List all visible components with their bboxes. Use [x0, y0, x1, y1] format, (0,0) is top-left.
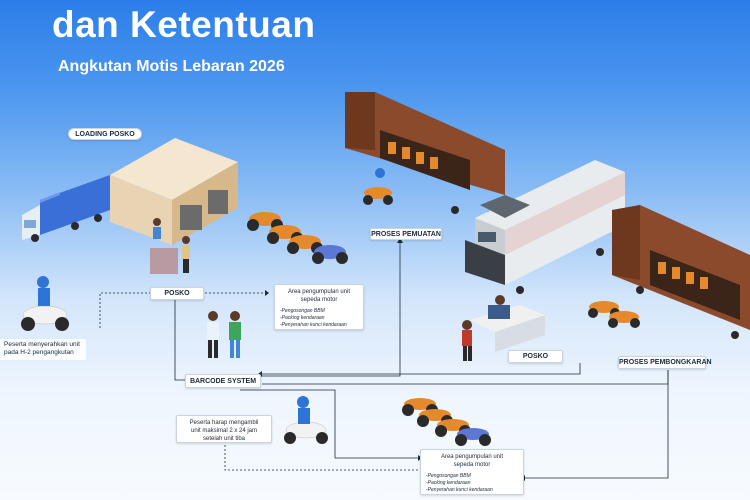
collection-area-top-heading-line2: sepeda motor [300, 297, 338, 304]
collection-area-bottom-heading-line2: sepeda motor [453, 462, 491, 469]
collection-area-top-heading: Area pengumpulan unit sepeda motor [280, 288, 358, 304]
connector-posko-barcode [174, 300, 185, 381]
page-subtitle: Angkutan Motis Lebaran 2026 [58, 58, 285, 75]
list-item: -Pengosongan BBM [426, 473, 471, 480]
connector-barcode-area2 [240, 389, 418, 459]
freight-wagon-icon [345, 92, 505, 219]
connector-pembongkaran-area2 [525, 370, 669, 479]
posko-desk-icon [462, 295, 545, 361]
collection-area-top-list: -Pengosongan BBM -Packing kendaraan -Pen… [280, 308, 358, 328]
connector-posko-right [262, 363, 581, 375]
connector-barcode-pembongkaran [262, 370, 669, 385]
rider-icon [21, 276, 69, 331]
participant-handover-line2: pada H-2 pengangkutan [4, 349, 74, 357]
motorcycle-collection-icon [402, 398, 491, 446]
collection-area-bottom-list: -Pengosongan BBM -Packing kendaraan -Pen… [426, 473, 518, 493]
collection-area-bottom-heading-line1: Area pengumpulan unit [440, 454, 504, 460]
collection-area-top-note: Area pengumpulan unit sepeda motor -Peng… [274, 284, 364, 330]
list-item: -Packing kendaraan [426, 479, 471, 486]
collection-area-bottom-heading: Area pengumpulan unit sepeda motor [426, 453, 518, 469]
scanning-staff-icon [207, 311, 241, 358]
connector-barcode-pemuatan [262, 243, 401, 377]
connector-note-area2 [224, 445, 418, 471]
pickup-note-line3: setelah unit tiba [202, 436, 246, 443]
list-item: -Pengosongan BBM [280, 308, 325, 315]
rider-pickup-icon [284, 396, 328, 444]
connector-participant-posko [99, 292, 150, 328]
truck-icon [22, 175, 110, 242]
posko-left-label: POSKO [150, 287, 204, 300]
worker-icon [153, 218, 190, 273]
pickup-note-line2: unit maksimal 2 x 24 jam [190, 428, 258, 435]
list-item: -Penyerahan kunci kendaraan [426, 486, 493, 493]
participant-handover-line1: Peserta menyerahkan unit [4, 341, 80, 348]
proses-pembongkaran-label: PROSES PEMBONGKARAN [618, 356, 712, 369]
posko-right-label: POSKO [508, 350, 563, 363]
proses-pemuatan-label: PROSES PEMUATAN [370, 228, 442, 240]
freight-wagon-right-icon [612, 205, 750, 339]
locomotive-icon [465, 160, 625, 294]
list-item: -Packing kendaraan [280, 314, 325, 321]
loading-posko-label: LOADING POSKO [68, 128, 142, 140]
flow-connectors [99, 243, 669, 479]
collection-area-top-heading-line1: Area pengumpulan unit [287, 289, 351, 295]
motorcycle-unloading-icon [588, 301, 640, 328]
motorcycle-group-icon [247, 212, 348, 264]
page-title: dan Ketentuan [52, 4, 316, 45]
barcode-system-label: BARCODE SYSTEM [185, 374, 261, 388]
pickup-note-line1: Peserta harap mengambil [189, 420, 259, 426]
list-item: -Penyerahan kunci kendaraan [280, 321, 347, 328]
warehouse-icon [110, 138, 238, 274]
collection-area-bottom-note: Area pengumpulan unit sepeda motor -Peng… [420, 449, 524, 495]
pickup-note: Peserta harap mengambil unit maksimal 2 … [176, 415, 272, 443]
participant-handover-text: Peserta menyerahkan unit pada H-2 pengan… [0, 339, 86, 360]
rider-loading-icon [363, 168, 393, 205]
